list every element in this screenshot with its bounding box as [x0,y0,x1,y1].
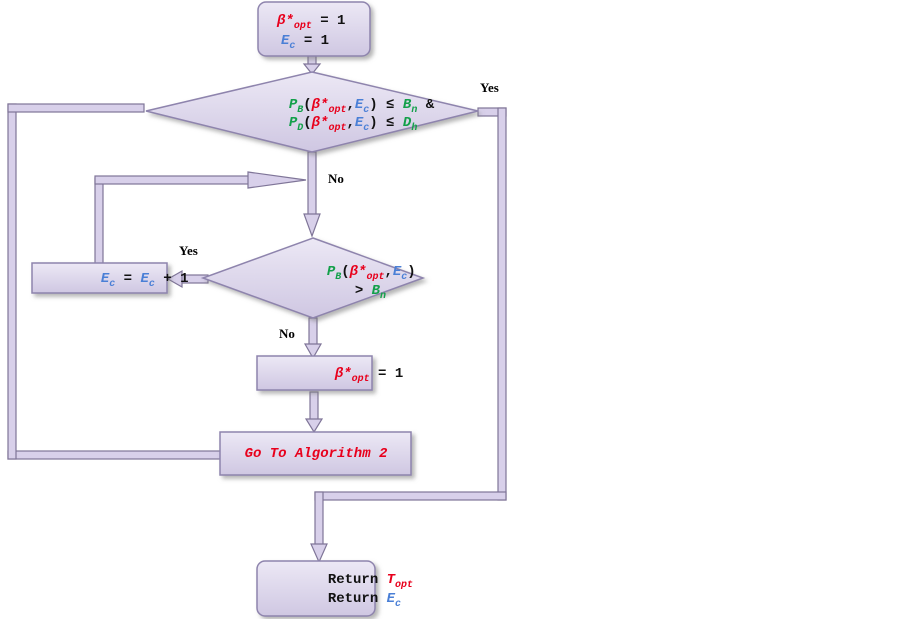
start-beta: β* [276,13,294,29]
end-e-sub: c [395,599,401,610]
connector-loop-horizontal [94,175,256,185]
arrowhead-decision1 [302,63,322,75]
start-box: β*opt = 1 Ec = 1 [257,1,371,57]
svg-text:β*opt = 1: β*opt = 1 [276,366,445,385]
d1-comma2: , [346,115,354,131]
d1-close: ) [369,97,377,113]
d1-e2: E [355,115,364,131]
d1-d-sub: h [411,122,417,134]
d1-e: E [355,97,364,113]
connector-left-vertical [7,103,17,460]
connector-to-end [314,491,324,547]
d2-b: B [372,283,381,299]
arrowhead-end [310,543,328,564]
d1-b: B [403,97,412,113]
svg-text:Ec = 1: Ec = 1 [281,33,329,52]
end-t: T [387,572,397,588]
arrowhead-decision2 [303,213,321,238]
inc-rest: + 1 [155,271,189,287]
d2-comma: , [384,264,392,280]
d1-e2-sub: c [363,123,369,134]
d2-beta-sub: opt [366,272,384,283]
label-no-top: No [328,171,344,186]
d1-beta: β* [311,97,329,113]
d2-open: ( [341,264,349,280]
connector-left-top [7,103,145,113]
end-return1: Return [328,572,387,588]
increment-box: Ec = Ec + 1 [31,262,231,294]
d1-open2: ( [303,115,311,131]
start-e: E [281,33,290,49]
start-e-sub: c [289,41,295,52]
connector-reset-to-goto [309,391,319,423]
d1-p2-sub: D [297,123,303,134]
svg-text:> Bn: > Bn [296,283,428,303]
label-yes-left: Yes [179,243,198,258]
d2-beta: β* [349,264,367,280]
svg-text:PD(β*opt,Ec) ≤ Dh: PD(β*opt,Ec) ≤ Dh [230,115,459,135]
d1-p2: P [289,115,298,131]
d1-d: D [403,115,412,131]
d1-comma: , [346,97,354,113]
d2-op: > [355,283,372,299]
inc-sub1: c [109,279,115,290]
end-e: E [387,591,396,607]
end-return2: Return [328,591,387,607]
d1-op2: ≤ [378,115,403,131]
start-beta-rest: = 1 [312,13,346,29]
inc-sub2: c [149,279,155,290]
d2-p: P [327,264,336,280]
d1-beta-sub: opt [328,105,346,116]
reset-rest: = 1 [370,366,404,382]
label-no-bottom: No [279,326,295,341]
connector-right-bottom [314,491,507,501]
d2-e-sub: c [401,272,407,283]
label-yes-top: Yes [480,80,499,95]
svg-text:PB(β*opt,Ec) ≤ Bn &: PB(β*opt,Ec) ≤ Bn & [230,97,476,116]
d1-p-sub: B [297,105,303,116]
d1-amp: & [417,97,434,113]
d1-b-sub: n [411,105,417,116]
goto-box: Go To Algorithm 2 [219,431,412,476]
connector-decision1-to-decision2 [307,151,317,225]
arrowhead-goto [304,418,324,434]
d2-close: ) [407,264,415,280]
end-t-sub: opt [395,580,413,591]
svg-text:PB(β*opt,Ec): PB(β*opt,Ec) [268,264,458,283]
svg-text:Return Ec: Return Ec [269,591,443,611]
inc-mid: = [115,271,140,287]
d1-p: P [289,97,298,113]
connector-right-vertical [497,107,507,501]
d2-b-sub: n [380,291,386,302]
svg-text:Return Topt: Return Topt [269,572,455,592]
end-box: Return Topt Return Ec [256,560,455,617]
d1-beta2-sub: opt [328,123,346,134]
connector-loop-vertical [94,177,104,267]
arrowhead-reset [303,343,323,360]
goto-label: Go To Algorithm 2 [245,446,388,462]
d2-p-sub: B [335,272,341,283]
start-beta-sub: opt [294,21,312,32]
arrowhead-increment [166,269,183,289]
d2-e: E [393,264,402,280]
inc-e1: E [101,271,110,287]
d1-op: ≤ [378,97,403,113]
arrowhead-loop [247,171,307,189]
start-e-rest: = 1 [295,33,329,49]
reset-beta-sub: opt [352,374,370,385]
decision1-diamond: PB(β*opt,Ec) ≤ Bn & PD(β*opt,Ec) ≤ Dh [145,71,479,153]
svg-text:Ec = Ec + 1: Ec = Ec + 1 [42,271,231,290]
d1-e-sub: c [363,105,369,116]
d1-open: ( [303,97,311,113]
connector-goto-left [7,450,222,460]
d1-beta2: β* [311,115,329,131]
d1-close2: ) [369,115,377,131]
decision2-diamond: PB(β*opt,Ec) > Bn [200,237,458,319]
svg-text:β*opt = 1: β*opt = 1 [276,13,345,32]
inc-e2: E [140,271,149,287]
reset-beta: β* [334,366,352,382]
reset-box: β*opt = 1 [256,355,445,391]
